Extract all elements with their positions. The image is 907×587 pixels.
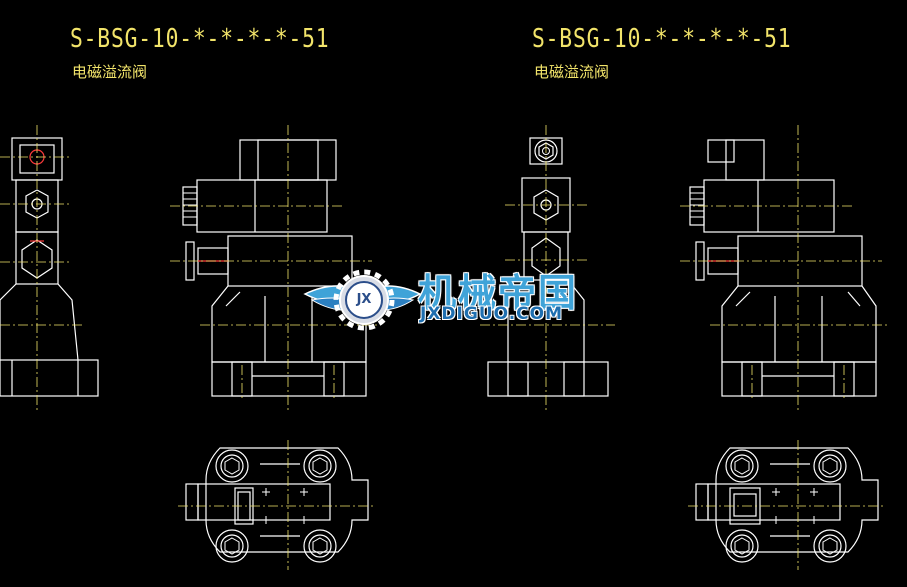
subtitle-right: 电磁溢流阀 bbox=[534, 63, 610, 81]
left-front-view bbox=[182, 139, 367, 397]
right-front-view bbox=[689, 139, 877, 397]
left-side-view bbox=[0, 137, 99, 397]
watermark-logo-icon bbox=[303, 269, 422, 331]
right-top-view bbox=[695, 447, 879, 553]
watermark-brand-en: JXDIGUO.COM bbox=[420, 304, 564, 324]
watermark-badge: JX bbox=[356, 292, 372, 307]
left-side-centerlines bbox=[0, 125, 85, 410]
right-side-centerlines bbox=[480, 125, 615, 410]
watermark-brand-cn: 机械帝国 bbox=[418, 271, 579, 315]
left-top-view bbox=[185, 447, 369, 553]
left-front-centerlines bbox=[170, 125, 380, 410]
right-side-view bbox=[487, 137, 609, 397]
right-top-centerlines bbox=[688, 440, 885, 570]
model-title-right: S-BSG-10-*-*-*-*-51 bbox=[532, 24, 792, 54]
model-title-left: S-BSG-10-*-*-*-*-51 bbox=[70, 24, 330, 54]
left-top-centerlines bbox=[178, 440, 375, 570]
right-front-centerlines bbox=[680, 125, 890, 410]
left-front-knob-ridges bbox=[183, 192, 197, 218]
subtitle-left: 电磁溢流阀 bbox=[72, 63, 148, 81]
